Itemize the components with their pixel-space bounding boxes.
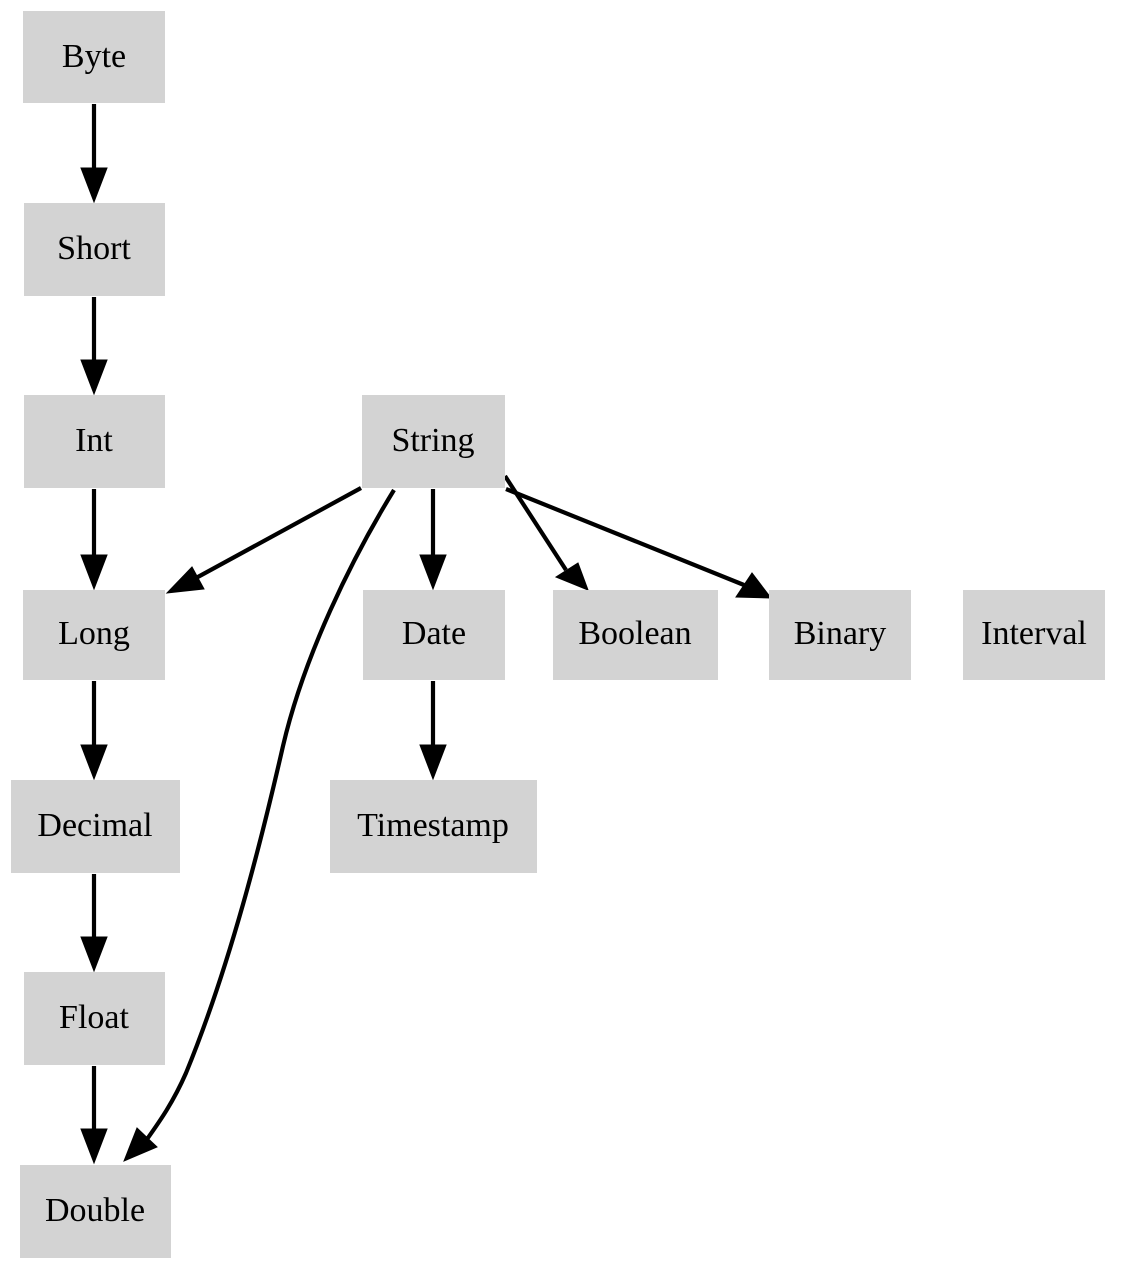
- edge-string-binary: [505, 487, 773, 599]
- edge-string-date: [419, 489, 447, 591]
- node-timestamp-box[interactable]: [330, 780, 537, 873]
- edge-short-int-arrowhead: [80, 359, 108, 396]
- edge-byte-short: [80, 104, 108, 204]
- node-string-box[interactable]: [362, 395, 505, 488]
- edge-float-double: [80, 1066, 108, 1165]
- node-string-label: String: [391, 422, 474, 459]
- edge-string-date-arrowhead: [419, 554, 447, 591]
- node-decimal-label: Decimal: [37, 807, 152, 844]
- node-date-box[interactable]: [363, 590, 505, 680]
- edge-string-double-arrowhead: [123, 1127, 158, 1162]
- node-int-box[interactable]: [24, 395, 165, 488]
- node-interval-box[interactable]: [963, 590, 1105, 680]
- node-timestamp[interactable]: Timestamp: [330, 780, 537, 873]
- node-short[interactable]: Short: [24, 203, 165, 296]
- edge-long-decimal: [80, 681, 108, 781]
- edge-date-timestamp: [419, 681, 447, 781]
- edge-string-long: [165, 486, 363, 594]
- node-float-label: Float: [59, 999, 129, 1036]
- node-date-label: Date: [402, 615, 466, 652]
- edge-date-timestamp-arrowhead: [419, 744, 447, 781]
- node-double[interactable]: Double: [20, 1165, 171, 1258]
- node-boolean-box[interactable]: [553, 590, 718, 680]
- node-interval-label: Interval: [981, 615, 1087, 652]
- edge-int-long: [80, 489, 108, 591]
- node-string[interactable]: String: [362, 395, 505, 488]
- node-short-box[interactable]: [24, 203, 165, 296]
- node-float-box[interactable]: [24, 972, 165, 1065]
- node-int-label: Int: [75, 422, 113, 459]
- node-byte-box[interactable]: [23, 11, 165, 103]
- edge-string-boolean-arrowhead: [554, 562, 589, 591]
- node-long[interactable]: Long: [23, 590, 165, 680]
- node-byte-label: Byte: [62, 38, 126, 75]
- node-timestamp-label: Timestamp: [357, 807, 509, 844]
- node-date[interactable]: Date: [363, 590, 505, 680]
- edge-string-double-curve: [143, 488, 396, 1144]
- node-boolean[interactable]: Boolean: [553, 590, 718, 680]
- edges-layer: [80, 104, 773, 1165]
- edge-string-double: [123, 488, 396, 1162]
- edge-string-long-line: [194, 486, 363, 580]
- node-binary-label: Binary: [794, 615, 887, 652]
- node-boolean-label: Boolean: [578, 615, 691, 652]
- edge-float-double-arrowhead: [80, 1128, 108, 1165]
- node-interval[interactable]: Interval: [963, 590, 1105, 680]
- node-long-box[interactable]: [23, 590, 165, 680]
- node-short-label: Short: [57, 230, 131, 267]
- node-double-box[interactable]: [20, 1165, 171, 1258]
- edge-int-long-arrowhead: [80, 554, 108, 591]
- edge-string-binary-line: [505, 487, 745, 587]
- edge-decimal-float: [80, 874, 108, 973]
- node-float[interactable]: Float: [24, 972, 165, 1065]
- edge-byte-short-arrowhead: [80, 167, 108, 204]
- node-int[interactable]: Int: [24, 395, 165, 488]
- node-long-label: Long: [58, 615, 130, 652]
- node-double-label: Double: [45, 1192, 145, 1229]
- edge-long-decimal-arrowhead: [80, 744, 108, 781]
- edge-decimal-float-arrowhead: [80, 936, 108, 973]
- node-decimal[interactable]: Decimal: [11, 780, 180, 873]
- edge-string-long-arrowhead: [165, 566, 205, 594]
- node-binary[interactable]: Binary: [769, 590, 911, 680]
- node-binary-box[interactable]: [769, 590, 911, 680]
- nodes-layer: Byte Short Int Long Decimal Float: [11, 11, 1105, 1258]
- edge-short-int: [80, 297, 108, 396]
- node-decimal-box[interactable]: [11, 780, 180, 873]
- node-byte[interactable]: Byte: [23, 11, 165, 103]
- edge-string-binary-arrowhead: [735, 572, 773, 599]
